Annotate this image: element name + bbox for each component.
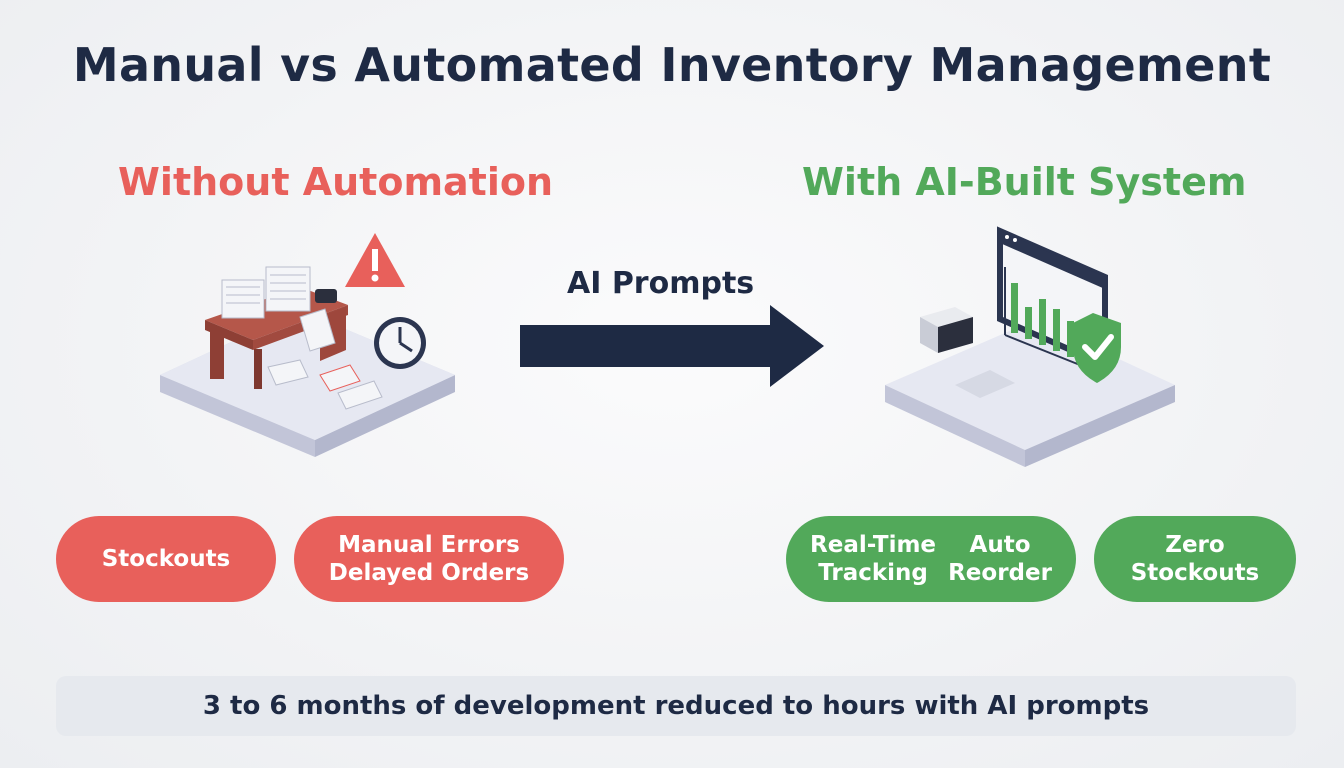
cluttered-desk-scene bbox=[160, 233, 455, 457]
right-arrow-icon bbox=[520, 305, 824, 387]
ai-prompts-label: AI Prompts bbox=[567, 266, 755, 301]
manual-errors-label: Manual Errors bbox=[338, 532, 520, 558]
footer-text: 3 to 6 months of development reduced to … bbox=[202, 691, 1150, 721]
delayed-orders-label: Delayed Orders bbox=[328, 560, 530, 586]
stockouts-badge: Stockouts bbox=[56, 516, 276, 602]
zero-label: Zero bbox=[1165, 532, 1225, 558]
clock-icon bbox=[374, 317, 426, 369]
with-ai-heading: With AI-Built System bbox=[802, 160, 1247, 204]
footer-banner: 3 to 6 months of development reduced to … bbox=[56, 676, 1296, 736]
page-title: Manual vs Automated Inventory Management bbox=[72, 38, 1272, 92]
scanner-device-icon bbox=[920, 307, 973, 353]
shield-check-icon bbox=[1073, 313, 1121, 383]
ai-system-scene bbox=[885, 226, 1175, 467]
realtime-tracking-badge: Real-Time Tracking Auto Reorder bbox=[786, 516, 1076, 602]
reorder-label: Reorder bbox=[948, 560, 1052, 586]
realtime-label: Real-Time bbox=[810, 532, 937, 558]
zero-stockouts-label: Stockouts bbox=[1130, 560, 1260, 586]
auto-label: Auto bbox=[969, 532, 1031, 558]
tracking-label: Tracking bbox=[818, 560, 928, 586]
manual-errors-badge: Manual Errors Delayed Orders bbox=[294, 516, 564, 602]
bar-chart-icon bbox=[1004, 267, 1081, 366]
without-automation-heading: Without Automation bbox=[118, 160, 554, 204]
platform-right bbox=[885, 320, 1175, 467]
warning-triangle-icon bbox=[345, 233, 405, 287]
zero-stockouts-badge: Zero Stockouts bbox=[1094, 516, 1296, 602]
stockouts-label: Stockouts bbox=[101, 546, 231, 572]
paper-stack-icon bbox=[221, 266, 383, 410]
